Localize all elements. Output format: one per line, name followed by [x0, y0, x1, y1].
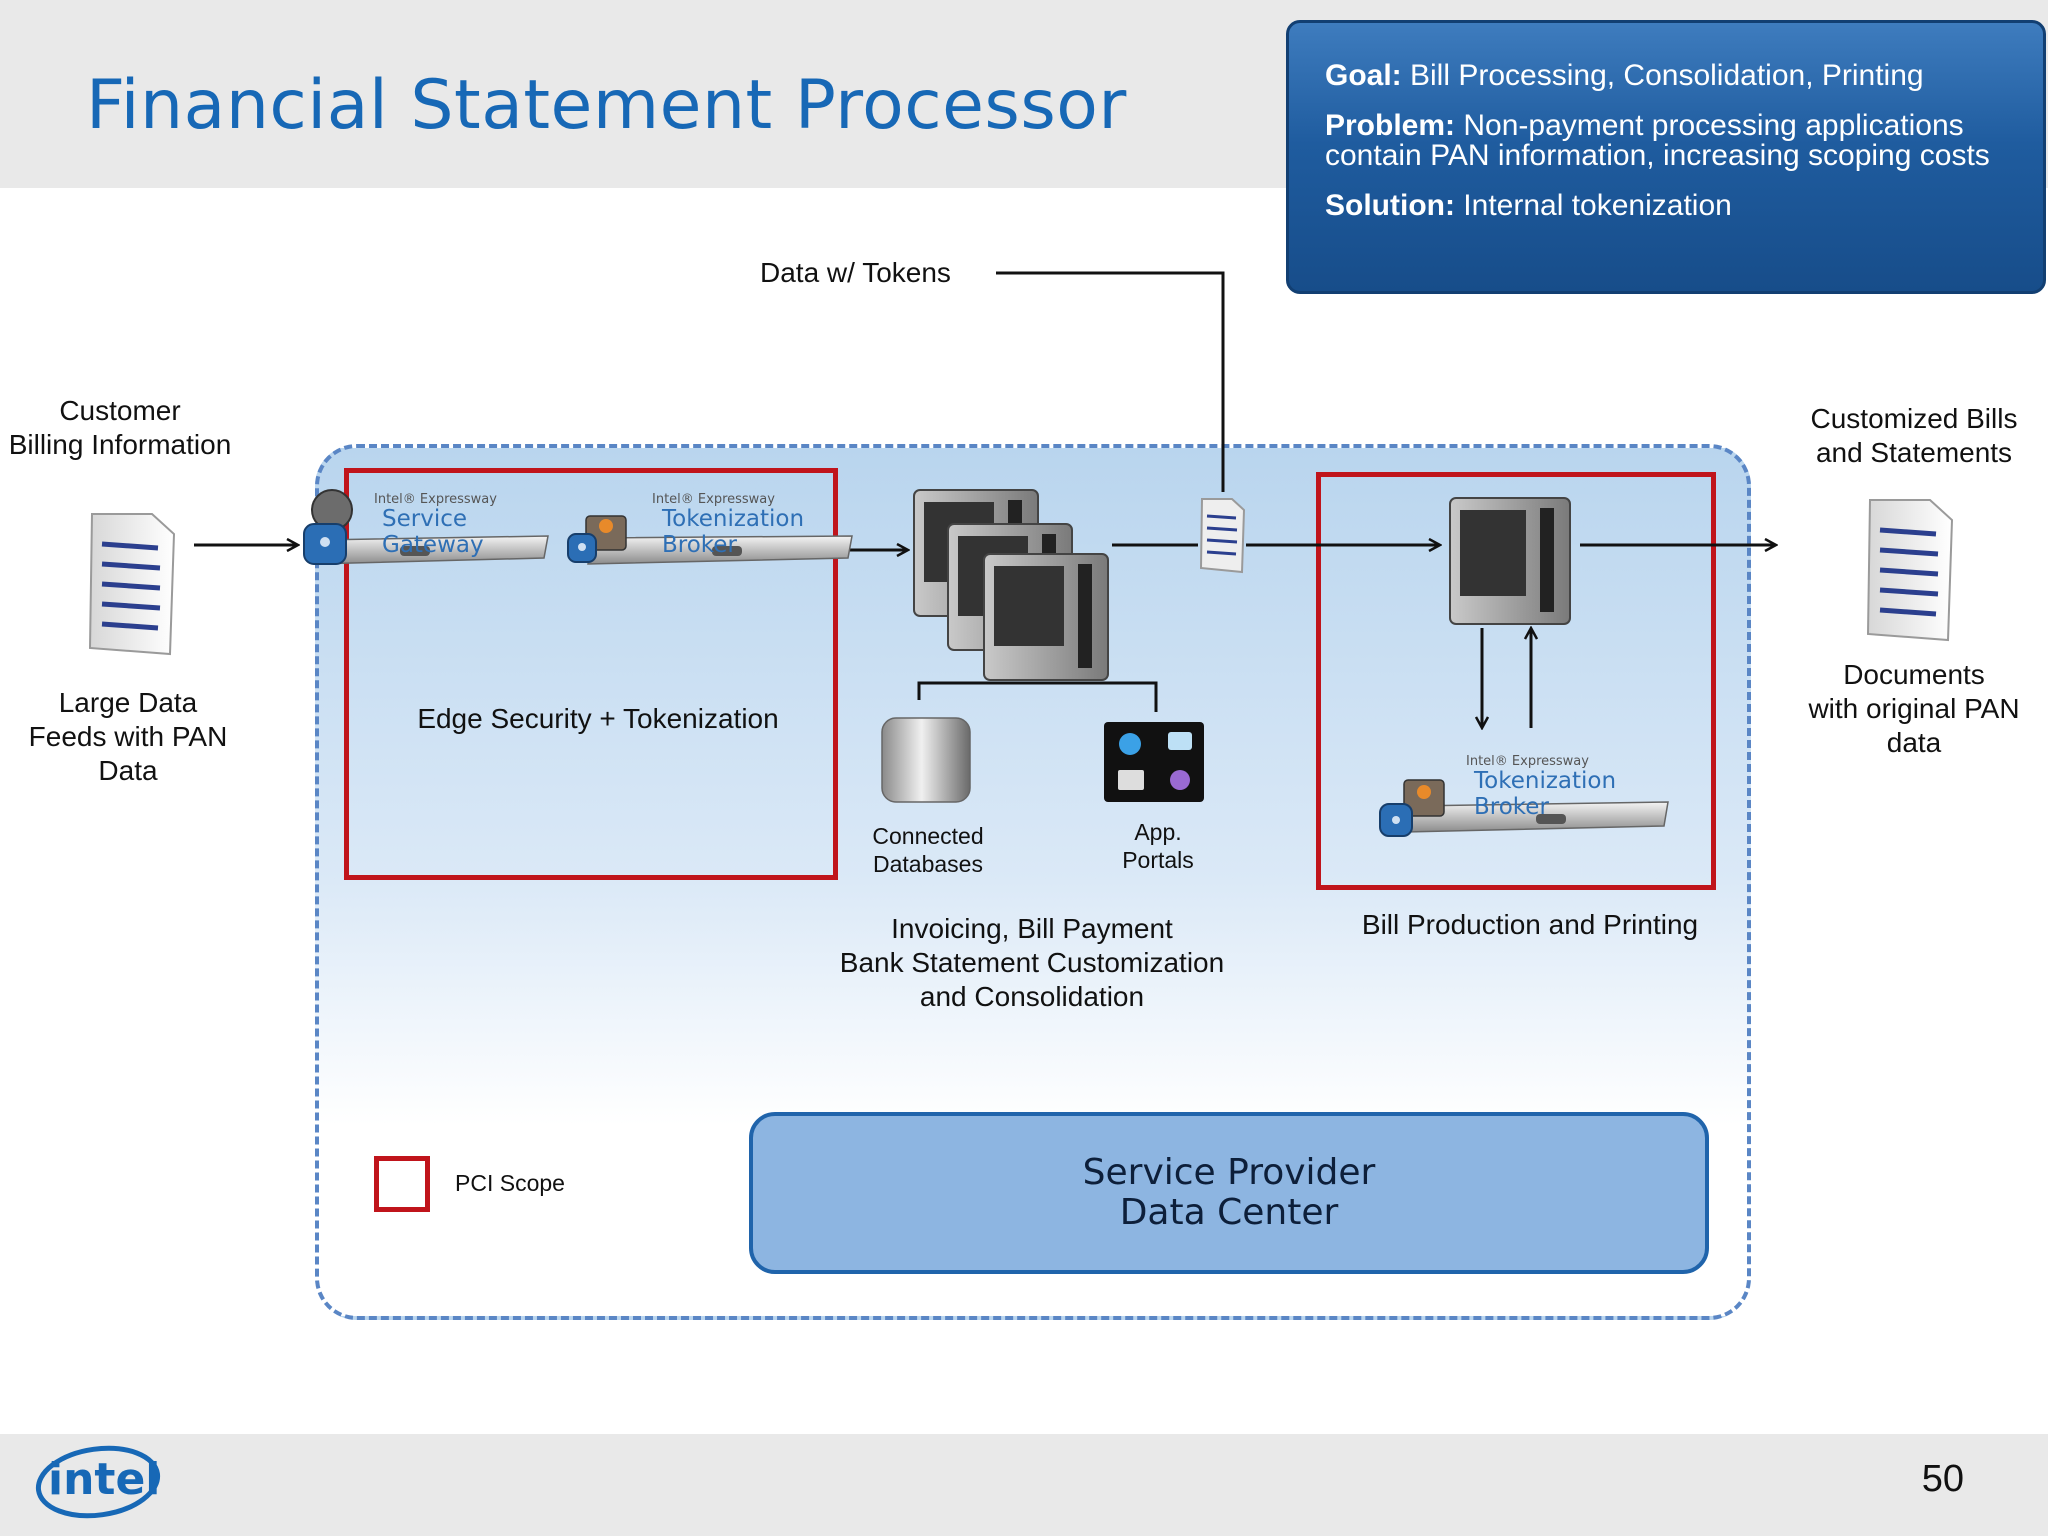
solution-line: Solution: Internal tokenization — [1325, 191, 2013, 221]
pci-scope-box-edge — [344, 468, 838, 880]
broker2-appliance-shape — [1379, 779, 1669, 837]
documents-line-3: data — [1886, 727, 1942, 758]
solution-text: Internal tokenization — [1454, 189, 1732, 222]
footer-band — [0, 1434, 2048, 1536]
customer-billing-label: Customer Billing Information — [0, 394, 240, 462]
invoicing-line-1: Invoicing, Bill Payment — [891, 913, 1173, 944]
service-provider-line-1: Service Provider — [1082, 1152, 1376, 1193]
broker2-brand: Intel® Expressway — [1466, 754, 1589, 769]
customized-bills-line-2: and Statements — [1815, 437, 2013, 468]
connected-databases-line-1: Connected — [872, 823, 984, 849]
document-icon-tokens — [1199, 498, 1246, 574]
broker2-name: Tokenization Broker — [1474, 768, 1617, 820]
solution-label: Solution: — [1325, 189, 1455, 222]
intel-logo-text: intel — [48, 1454, 161, 1505]
broker-brand: Intel® Expressway — [652, 492, 775, 507]
gateway-brand: Intel® Expressway — [374, 492, 497, 507]
data-with-tokens-label: Data w/ Tokens — [760, 257, 951, 288]
servers-bracket — [917, 681, 1158, 712]
goal-problem-solution-box: Goal: Bill Processing, Consolidation, Pr… — [1286, 20, 2046, 294]
page-title: Financial Statement Processor — [86, 66, 1127, 145]
app-portals-label: App. Portals — [1098, 818, 1218, 874]
app-portals-icon — [1104, 722, 1204, 802]
goal-line: Goal: Bill Processing, Consolidation, Pr… — [1325, 61, 2013, 91]
gateway-appliance-shape — [303, 489, 549, 565]
app-portals-line-2: Portals — [1122, 847, 1194, 873]
broker-appliance-shape — [567, 515, 853, 565]
edge-security-label: Edge Security + Tokenization — [417, 703, 779, 734]
bill-production-server-icon — [1449, 497, 1571, 625]
large-data-line-3: Data — [98, 755, 158, 786]
gateway-name: Service Gateway — [382, 506, 484, 558]
customer-billing-line-2: Billing Information — [8, 429, 232, 460]
app-portals-line-1: App. — [1134, 819, 1182, 845]
document-icon-output — [1866, 499, 1954, 642]
customized-bills-line-1: Customized Bills — [1810, 403, 2018, 434]
problem-label: Problem: — [1325, 109, 1456, 142]
documents-line-1: Documents — [1843, 659, 1985, 690]
pci-scope-box-bill-production — [1316, 472, 1716, 890]
database-icon — [881, 717, 971, 803]
service-provider-data-center-box: Service Provider Data Center — [749, 1112, 1709, 1274]
customized-bills-label: Customized Bills and Statements — [1788, 402, 2040, 470]
page-number: 50 — [1921, 1458, 1964, 1500]
documents-line-2: with original PAN — [1808, 693, 2020, 724]
tokenization-broker-device-2: Intel® Expressway Tokenization Broker — [1376, 750, 1676, 846]
problem-text: Non-payment processing applications cont… — [1325, 109, 1990, 172]
connected-databases-line-2: Databases — [873, 851, 983, 877]
tokenization-broker-device: Intel® Expressway Tokenization Broker — [562, 486, 854, 576]
service-provider-line-2: Data Center — [1119, 1192, 1339, 1233]
invoicing-line-2: Bank Statement Customization — [839, 947, 1225, 978]
service-gateway-device: Intel® Expressway Service Gateway — [300, 486, 552, 576]
intel-logo-swoosh — [35, 1445, 161, 1519]
pci-scope-legend-swatch — [374, 1156, 430, 1212]
customer-billing-line-1: Customer — [59, 395, 181, 426]
invoicing-label: Invoicing, Bill Payment Bank Statement C… — [820, 912, 1244, 1014]
broker-name: Tokenization Broker — [662, 506, 805, 558]
large-data-label: Large Data Feeds with PAN Data — [8, 686, 248, 788]
intel-logo: intel — [34, 1440, 164, 1531]
pci-scope-legend-label: PCI Scope — [455, 1170, 565, 1196]
documents-label: Documents with original PAN data — [1788, 658, 2040, 760]
document-icon-input — [88, 513, 176, 656]
large-data-line-2: Feeds with PAN — [28, 721, 228, 752]
problem-line: Problem: Non-payment processing applicat… — [1325, 111, 2013, 171]
bill-production-label: Bill Production and Printing — [1361, 909, 1699, 940]
connected-databases-label: Connected Databases — [858, 822, 998, 878]
server-stack-icon — [913, 489, 1109, 681]
goal-label: Goal: — [1325, 59, 1402, 92]
invoicing-line-3: and Consolidation — [919, 981, 1145, 1012]
goal-text: Bill Processing, Consolidation, Printing — [1401, 59, 1924, 92]
large-data-line-1: Large Data — [58, 687, 198, 718]
data-tokens-connector — [996, 271, 1225, 492]
